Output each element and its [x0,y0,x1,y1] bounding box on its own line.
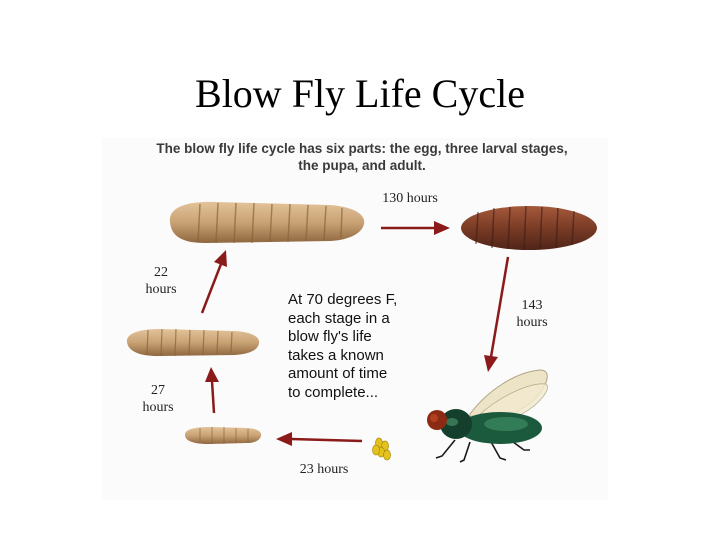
center-line-2: each stage in a [288,310,448,329]
duration-unit: hours [502,314,562,331]
duration-value: 22 [131,264,191,281]
duration-label-egg-to-first-larva: 23 hours [286,461,362,478]
duration-value: 143 [502,297,562,314]
duration-value: 130 [382,191,403,206]
second-stage-larva [127,329,259,356]
duration-unit: hours [131,281,191,298]
egg-cluster [373,438,391,460]
center-line-1: At 70 degrees F, [288,291,448,310]
center-line-3: blow fly's life [288,328,448,347]
first-stage-larva [185,427,261,444]
duration-unit: hours [128,399,188,416]
third-stage-larva [170,202,364,243]
duration-unit: hours [317,462,348,477]
duration-label-pupa-to-adult: 143 hours [502,297,562,331]
duration-value: 27 [128,382,188,399]
center-explanation: At 70 degrees F, each stage in a blow fl… [288,291,448,402]
duration-unit: hours [407,191,438,206]
pupa [461,206,597,250]
duration-label-first-to-second-larva: 27 hours [128,382,188,416]
duration-value: 23 [300,462,314,477]
duration-label-second-to-third-larva: 22 hours [131,264,191,298]
arrow-second-to-third-larva [202,250,227,313]
center-line-5: amount of time [288,365,448,384]
center-line-6: to complete... [288,384,448,403]
center-line-4: takes a known [288,347,448,366]
arrow-egg-to-first-larva [276,432,362,446]
arrow-third-larva-to-pupa [381,221,450,235]
duration-label-third-larva-to-pupa: 130 hours [372,190,448,207]
arrow-first-to-second-larva [205,367,219,413]
